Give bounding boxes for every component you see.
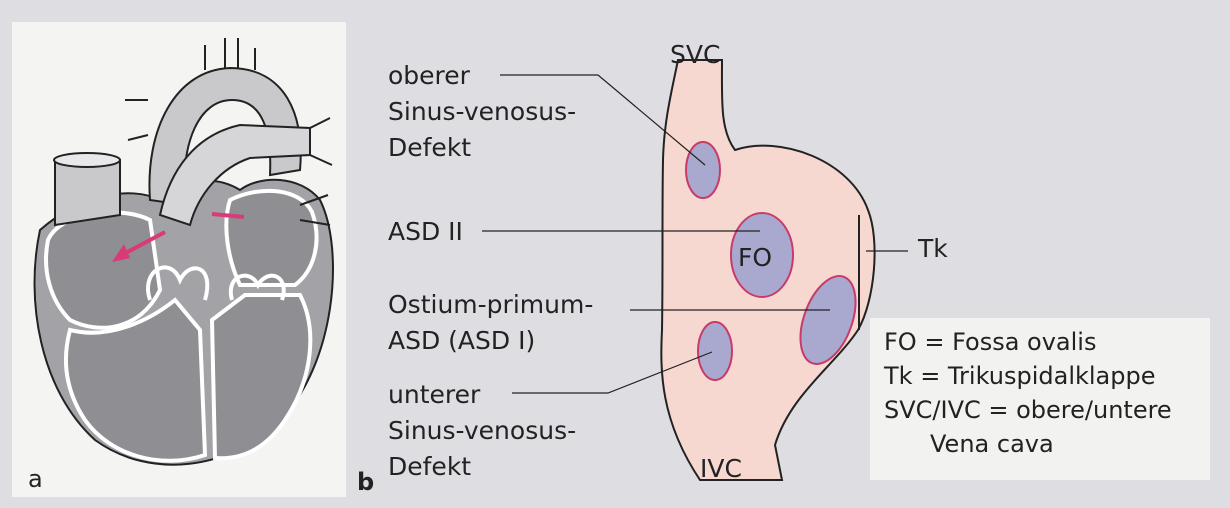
ivc-label: IVC	[700, 454, 742, 483]
tricuspid-label: Tk	[917, 234, 948, 263]
label-ostium-primum: Ostium-primum- ASD (ASD I)	[388, 290, 601, 355]
vena-cava	[55, 160, 120, 225]
lower-sinus-venosus-defect	[698, 322, 732, 380]
upper-sinus-venosus-defect	[686, 142, 720, 198]
panel-a: a	[12, 22, 346, 497]
legend-line-vena-cava: Vena cava	[930, 430, 1054, 458]
label-upper-sinus-venosus: oberer Sinus-venosus- Defekt	[388, 61, 584, 162]
panel-b: b SVC IVC FO Tk oberer Sinus-venosus- De…	[357, 40, 1210, 496]
label-lower-sinus-venosus: unterer Sinus-venosus- Defekt	[388, 380, 584, 481]
vena-cava-opening	[54, 153, 120, 167]
panel-a-letter: a	[28, 465, 43, 493]
svc-label: SVC	[670, 40, 720, 69]
panel-b-letter: b	[357, 468, 374, 496]
label-asd2: ASD II	[388, 217, 463, 246]
right-atrium	[46, 212, 160, 327]
legend-line-svc-ivc: SVC/IVC = obere/untere	[884, 396, 1172, 424]
legend-line-fo: FO = Fossa ovalis	[884, 328, 1096, 356]
legend-line-tk: Tk = Trikuspidalklappe	[883, 362, 1156, 390]
fossa-ovalis-label: FO	[738, 243, 772, 272]
